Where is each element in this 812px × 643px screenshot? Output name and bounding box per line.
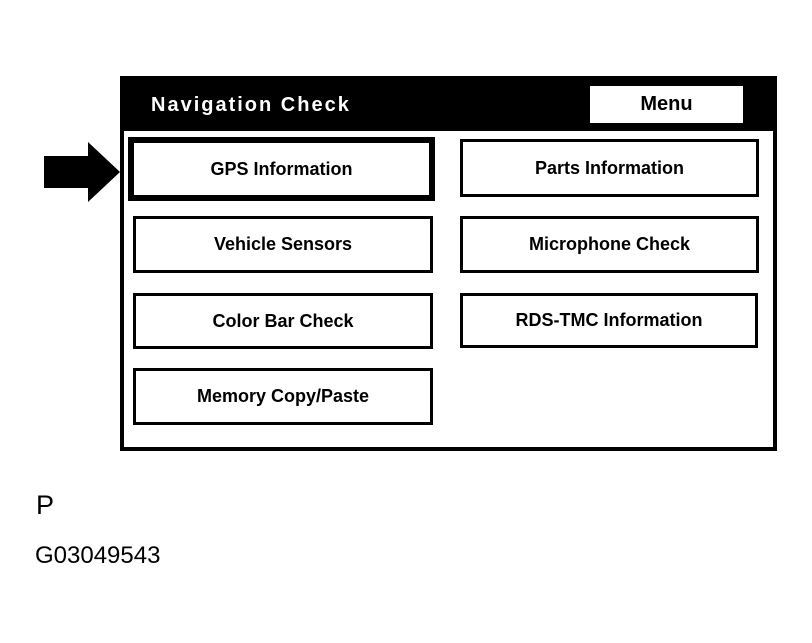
button-parts-information[interactable]: Parts Information — [460, 139, 759, 197]
button-rds-tmc-information[interactable]: RDS-TMC Information — [460, 293, 758, 348]
button-color-bar-check[interactable]: Color Bar Check — [133, 293, 433, 349]
button-gps-information[interactable]: GPS Information — [128, 137, 435, 201]
figure-code: G03049543 — [35, 542, 161, 569]
callout-arrow-icon — [44, 142, 120, 202]
button-memory-copy-paste[interactable]: Memory Copy/Paste — [133, 368, 433, 425]
screen-title: Navigation Check — [151, 94, 351, 116]
button-microphone-check[interactable]: Microphone Check — [460, 216, 759, 273]
button-vehicle-sensors[interactable]: Vehicle Sensors — [133, 216, 433, 273]
navigation-check-screen: Navigation Check Menu GPS Information Pa… — [120, 76, 777, 451]
figure-label: P — [36, 490, 55, 520]
title-bar: Navigation Check Menu — [124, 80, 773, 131]
menu-button[interactable]: Menu — [590, 86, 743, 123]
